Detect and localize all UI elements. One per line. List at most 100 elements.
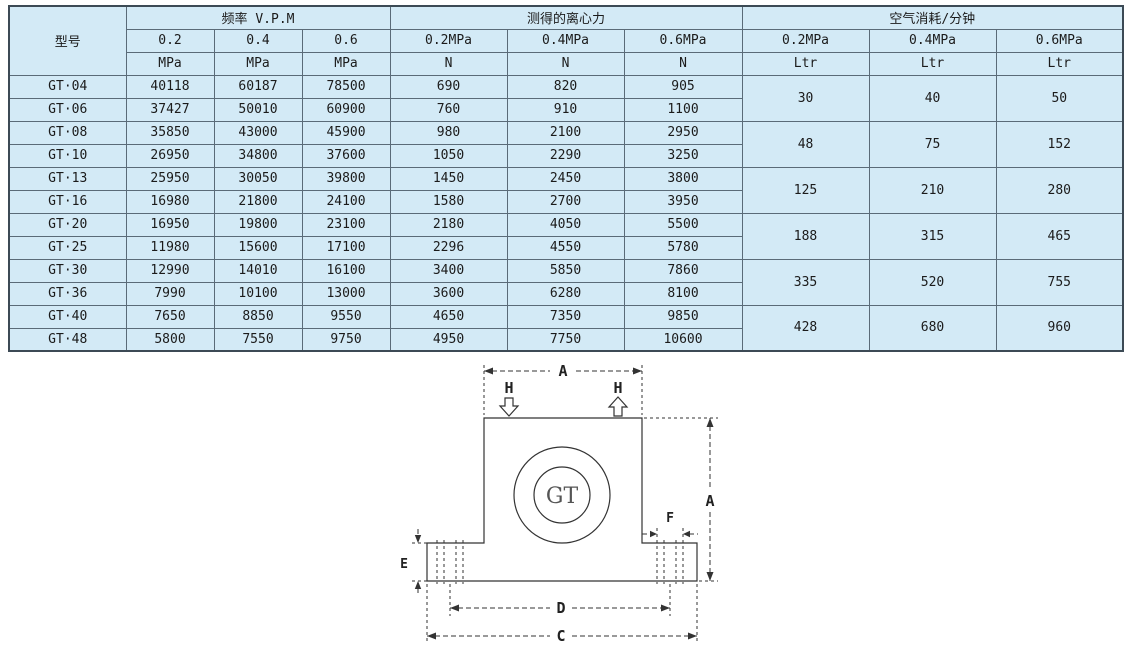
freq-cell: 7650 — [125, 304, 215, 329]
dim-label-c: C — [556, 627, 565, 645]
force-pressure-header: 0.2MPa — [389, 28, 508, 53]
force-unit-header: N — [389, 51, 508, 76]
air-pressure-header: 0.6MPa — [995, 28, 1124, 53]
air-cell: 125 — [741, 166, 870, 214]
freq-cell: 24100 — [301, 189, 391, 214]
force-cell: 2950 — [623, 120, 743, 145]
air-cell: 520 — [868, 258, 997, 306]
dim-d-arrow-right — [661, 604, 670, 612]
air-cell: 30 — [741, 74, 870, 122]
force-unit-header: N — [623, 51, 743, 76]
air-cell: 680 — [868, 304, 997, 352]
model-cell: GT·20 — [8, 212, 127, 237]
air-cell: 152 — [995, 120, 1124, 168]
force-cell: 7860 — [623, 258, 743, 283]
freq-cell: 39800 — [301, 166, 391, 191]
model-cell: GT·06 — [8, 97, 127, 122]
gt-center-label: GT — [546, 484, 579, 509]
freq-cell: 43000 — [213, 120, 303, 145]
air-unit-header: Ltr — [868, 51, 997, 76]
freq-cell: 37600 — [301, 143, 391, 168]
air-cell: 280 — [995, 166, 1124, 214]
air-cell: 465 — [995, 212, 1124, 260]
spec-table: 型号 频率 V.P.M 测得的离心力 空气消耗/分钟 0.2 0.4 0.6 0… — [8, 5, 1125, 352]
force-cell: 910 — [506, 97, 625, 122]
dim-label-e: E — [400, 557, 408, 572]
table-row: GT·20 16950 19800 23100 2180 4050 5500 1… — [8, 212, 1124, 260]
dim-label-h-right: H — [613, 379, 622, 397]
force-cell: 5500 — [623, 212, 743, 237]
dim-a-top-arrow-right — [633, 367, 642, 375]
air-cell: 315 — [868, 212, 997, 260]
freq-cell: 14010 — [213, 258, 303, 283]
model-cell: GT·48 — [8, 327, 127, 352]
freq-cell: 34800 — [213, 143, 303, 168]
force-cell: 980 — [389, 120, 508, 145]
air-unit-header: Ltr — [995, 51, 1124, 76]
model-cell: GT·16 — [8, 189, 127, 214]
dim-e-arrow-bottom — [414, 581, 422, 589]
freq-cell: 40118 — [125, 74, 215, 99]
force-cell: 820 — [506, 74, 625, 99]
force-unit-header: N — [506, 51, 625, 76]
force-cell: 1450 — [389, 166, 508, 191]
freq-cell: 7550 — [213, 327, 303, 352]
force-cell: 5850 — [506, 258, 625, 283]
freq-cell: 25950 — [125, 166, 215, 191]
table-row: GT·40 7650 8850 9550 4650 7350 9850 428 … — [8, 304, 1124, 352]
model-cell: GT·40 — [8, 304, 127, 329]
freq-cell: 23100 — [301, 212, 391, 237]
freq-cell: 15600 — [213, 235, 303, 260]
force-cell: 9850 — [623, 304, 743, 329]
freq-cell: 26950 — [125, 143, 215, 168]
freq-unit-header: MPa — [125, 51, 215, 76]
freq-unit-header: MPa — [213, 51, 303, 76]
model-cell: GT·04 — [8, 74, 127, 99]
air-cell: 335 — [741, 258, 870, 306]
dim-c-arrow-right — [688, 632, 697, 640]
force-cell: 2100 — [506, 120, 625, 145]
model-cell: GT·08 — [8, 120, 127, 145]
freq-cell: 11980 — [125, 235, 215, 260]
force-cell: 6280 — [506, 281, 625, 306]
force-cell: 4650 — [389, 304, 508, 329]
force-cell: 1580 — [389, 189, 508, 214]
table-row: GT·08 35850 43000 45900 980 2100 2950 48… — [8, 120, 1124, 168]
freq-cell: 78500 — [301, 74, 391, 99]
freq-cell: 45900 — [301, 120, 391, 145]
table-row: GT·16 16980 21800 24100 1580 2700 3950 — [8, 189, 1123, 214]
force-cell: 1050 — [389, 143, 508, 168]
air-out-arrow-icon — [607, 396, 629, 417]
force-cell: 690 — [389, 74, 508, 99]
freq-cell: 19800 — [213, 212, 303, 237]
dim-label-h-left: H — [504, 379, 513, 397]
inner-ring — [533, 466, 591, 524]
table-row: GT·25 11980 15600 17100 2296 4550 5780 — [8, 235, 1123, 260]
force-cell: 2296 — [389, 235, 508, 260]
freq-cell: 50010 — [213, 97, 303, 122]
freq-cell: 8850 — [213, 304, 303, 329]
freq-cell: 7990 — [125, 281, 215, 306]
air-cell: 960 — [995, 304, 1124, 352]
freq-cell: 16100 — [301, 258, 391, 283]
force-cell: 905 — [623, 74, 743, 99]
model-cell: GT·30 — [8, 258, 127, 283]
dim-label-d: D — [556, 599, 565, 617]
freq-cell: 16980 — [125, 189, 215, 214]
col-group-frequency: 频率 V.P.M — [125, 5, 391, 30]
col-header-model: 型号 — [8, 5, 127, 76]
table-row: GT·04 40118 60187 78500 690 820 905 30 4… — [8, 74, 1124, 122]
force-cell: 3800 — [623, 166, 743, 191]
air-cell: 50 — [995, 74, 1124, 122]
air-in-arrow-icon — [498, 397, 520, 417]
force-cell: 7350 — [506, 304, 625, 329]
freq-cell: 30050 — [213, 166, 303, 191]
header-group-row: 型号 频率 V.P.M 测得的离心力 空气消耗/分钟 — [8, 5, 1124, 76]
dim-label-a-top: A — [558, 362, 567, 380]
dim-a-right-arrow-down — [706, 572, 714, 581]
force-cell: 5780 — [623, 235, 743, 260]
col-group-air: 空气消耗/分钟 — [741, 5, 1124, 30]
freq-cell: 10100 — [213, 281, 303, 306]
force-cell: 3400 — [389, 258, 508, 283]
dim-label-a-right: A — [705, 492, 714, 510]
